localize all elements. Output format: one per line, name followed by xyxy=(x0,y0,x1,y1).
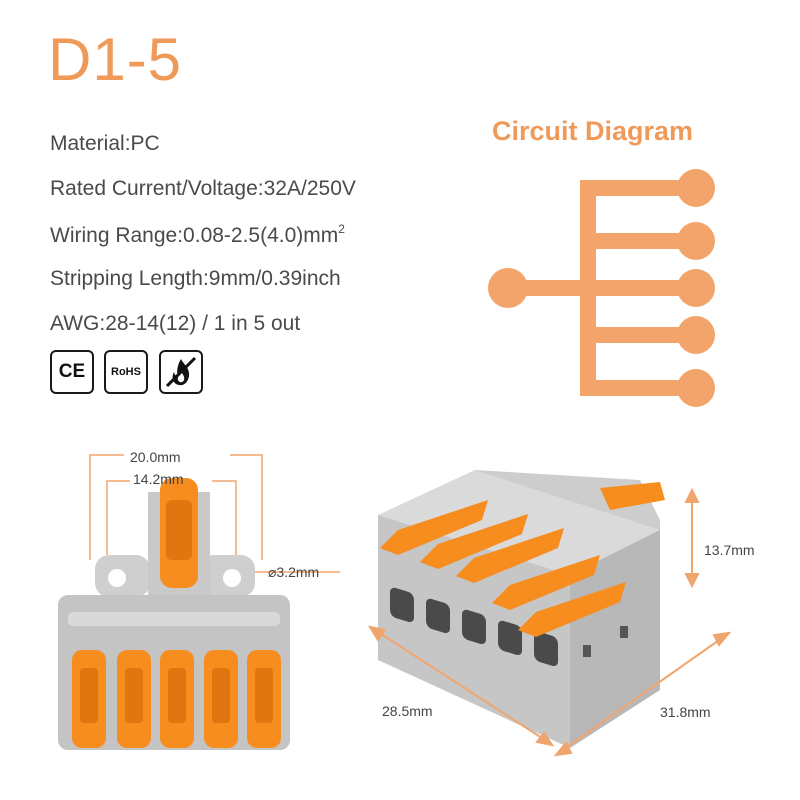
iso-housing-side xyxy=(570,530,660,748)
circuit-bus xyxy=(580,180,596,396)
spec-stripping: Stripping Length:9mm/0.39inch xyxy=(50,267,341,290)
output-lever-3 xyxy=(160,650,194,748)
output-lever-4 xyxy=(204,650,238,748)
spec-rated: Rated Current/Voltage:32A/250V xyxy=(50,177,356,200)
spec-material: Material:PC xyxy=(50,132,160,155)
mounting-tab-right xyxy=(200,555,255,597)
input-housing xyxy=(148,492,210,602)
input-lever xyxy=(160,478,198,588)
dim-height: 13.7mm xyxy=(704,542,755,558)
iso-wire-holes xyxy=(390,587,558,667)
output-lever-1 xyxy=(72,650,106,748)
product-title: D1-5 xyxy=(48,26,183,93)
dim-depth: 28.5mm xyxy=(382,703,433,719)
iso-input-lever xyxy=(600,482,665,510)
output-lever-5 xyxy=(247,650,281,748)
dim-hole-diameter: ⌀3.2mm xyxy=(268,564,320,580)
spec-wiring: Wiring Range:0.08-2.5(4.0)mm2 xyxy=(50,223,345,246)
circuit-diagram-title: Circuit Diagram xyxy=(492,116,694,146)
circuit-output-node-5 xyxy=(677,369,715,407)
spec-awg: AWG:28-14(12) / 1 in 5 out xyxy=(50,312,301,335)
circuit-output-node-1 xyxy=(677,169,715,207)
circuit-output-node-4 xyxy=(677,316,715,354)
spec-wiring-sup: 2 xyxy=(338,222,345,236)
dim-width-inner: 14.2mm xyxy=(133,471,184,487)
iso-housing-top xyxy=(378,470,660,575)
rohs-badge: RoHS xyxy=(104,350,148,394)
flame-retardant-icon xyxy=(159,350,203,394)
output-lever-2 xyxy=(117,650,151,748)
dim-length: 31.8mm xyxy=(660,704,711,720)
ce-badge: CE xyxy=(50,350,94,394)
circuit-output-node-3 xyxy=(677,269,715,307)
main-housing xyxy=(58,595,290,750)
circuit-output-node-2 xyxy=(677,222,715,260)
iso-input-block xyxy=(475,470,660,590)
dim-width-outer: 20.0mm xyxy=(130,449,181,465)
iso-output-levers xyxy=(380,500,626,637)
circuit-input-node xyxy=(488,268,528,308)
output-levers xyxy=(72,650,281,748)
spec-wiring-text: Wiring Range:0.08-2.5(4.0)mm xyxy=(50,224,339,247)
mounting-tab-left xyxy=(95,555,150,597)
